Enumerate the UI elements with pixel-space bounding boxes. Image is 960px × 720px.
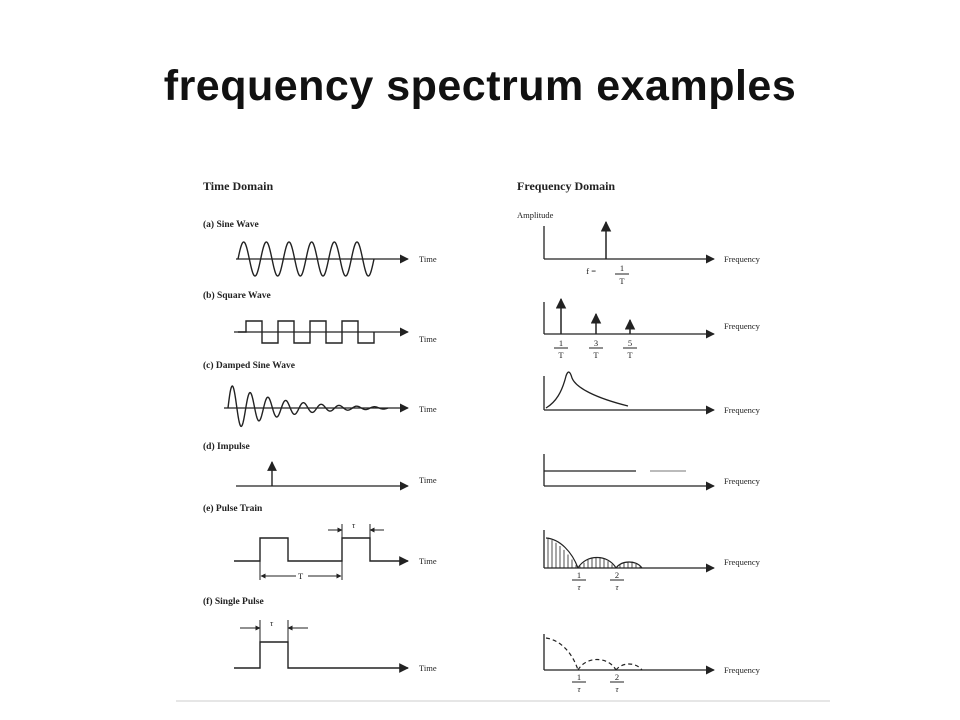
spectrum-figure: Time Domain Frequency Domain Amplitude (… xyxy=(176,166,830,702)
svg-text:τ: τ xyxy=(577,684,581,694)
time-axis-label: Time xyxy=(419,334,437,344)
time-axis-label: Time xyxy=(419,404,437,414)
pulse-train-tick-1: 1 τ xyxy=(572,570,586,592)
harmonic-label-5: 5 T xyxy=(623,338,637,360)
frequency-axis-label: Frequency xyxy=(724,476,761,486)
tau-label: τ xyxy=(352,520,356,530)
svg-text:τ: τ xyxy=(615,684,619,694)
frequency-axis-label: Frequency xyxy=(724,557,761,567)
single-pulse-tick-1: 1 τ xyxy=(572,672,586,694)
frequency-axis-label: Frequency xyxy=(724,405,761,415)
single-pulse-tick-2: 2 τ xyxy=(610,672,624,694)
frequency-axis-label: Frequency xyxy=(724,321,761,331)
time-axis-label: Time xyxy=(419,663,437,673)
time-panel-impulse: Time xyxy=(236,461,437,491)
freq-panel-sine: Frequency f = 1 T xyxy=(543,220,761,286)
panel-label-damped: (c) Damped Sine Wave xyxy=(203,360,295,371)
svg-text:1: 1 xyxy=(577,570,581,580)
frequency-axis-label: Frequency xyxy=(724,665,761,675)
sine-frequency-denominator: T xyxy=(619,276,625,286)
svg-text:1: 1 xyxy=(559,338,563,348)
time-panel-single-pulse: τ Time xyxy=(234,618,437,673)
time-axis-label: Time xyxy=(419,556,437,566)
time-axis-label: Time xyxy=(419,475,437,485)
svg-text:5: 5 xyxy=(628,338,632,348)
sine-frequency-numerator: 1 xyxy=(620,263,624,273)
slide-title: frequency spectrum examples xyxy=(163,62,797,110)
time-panel-sine: Time xyxy=(236,241,437,277)
panel-label-pulse-train: (e) Pulse Train xyxy=(203,503,263,514)
harmonic-label-1: 1 T xyxy=(554,338,568,360)
time-axis-label: Time xyxy=(419,254,437,264)
frequency-axis-label: Frequency xyxy=(724,254,761,264)
svg-text:τ: τ xyxy=(615,582,619,592)
pulse-train-tick-2: 2 τ xyxy=(610,570,624,592)
period-label: T xyxy=(298,571,304,581)
panel-label-impulse: (d) Impulse xyxy=(203,441,250,452)
svg-text:T: T xyxy=(558,350,564,360)
amplitude-label: Amplitude xyxy=(517,210,554,220)
svg-text:2: 2 xyxy=(615,672,619,682)
svg-text:T: T xyxy=(593,350,599,360)
panel-label-sine: (a) Sine Wave xyxy=(203,219,259,230)
time-panel-damped: Time xyxy=(224,385,437,428)
frequency-domain-header: Frequency Domain xyxy=(517,179,615,193)
time-panel-square: Time xyxy=(234,320,437,344)
freq-panel-impulse: Frequency xyxy=(543,454,761,491)
sine-frequency-prefix: f = xyxy=(586,266,596,276)
freq-panel-square: Frequency 1 T 3 T 5 T xyxy=(543,297,761,360)
freq-panel-pulse-train: Frequency 1 τ 2 τ xyxy=(543,530,761,592)
svg-text:τ: τ xyxy=(577,582,581,592)
time-panel-pulse-train: τ T Time xyxy=(234,520,437,581)
svg-text:3: 3 xyxy=(594,338,598,348)
spectrum-diagram: Time Domain Frequency Domain Amplitude (… xyxy=(203,179,761,694)
freq-panel-damped: Frequency xyxy=(543,371,761,415)
svg-text:2: 2 xyxy=(615,570,619,580)
panel-label-single-pulse: (f) Single Pulse xyxy=(203,596,264,607)
freq-panel-single-pulse: Frequency 1 τ 2 τ xyxy=(543,634,761,694)
time-domain-header: Time Domain xyxy=(203,179,273,193)
svg-text:1: 1 xyxy=(577,672,581,682)
harmonic-label-3: 3 T xyxy=(589,338,603,360)
tau-label: τ xyxy=(270,618,274,628)
panel-label-square: (b) Square Wave xyxy=(203,290,271,301)
svg-text:T: T xyxy=(627,350,633,360)
